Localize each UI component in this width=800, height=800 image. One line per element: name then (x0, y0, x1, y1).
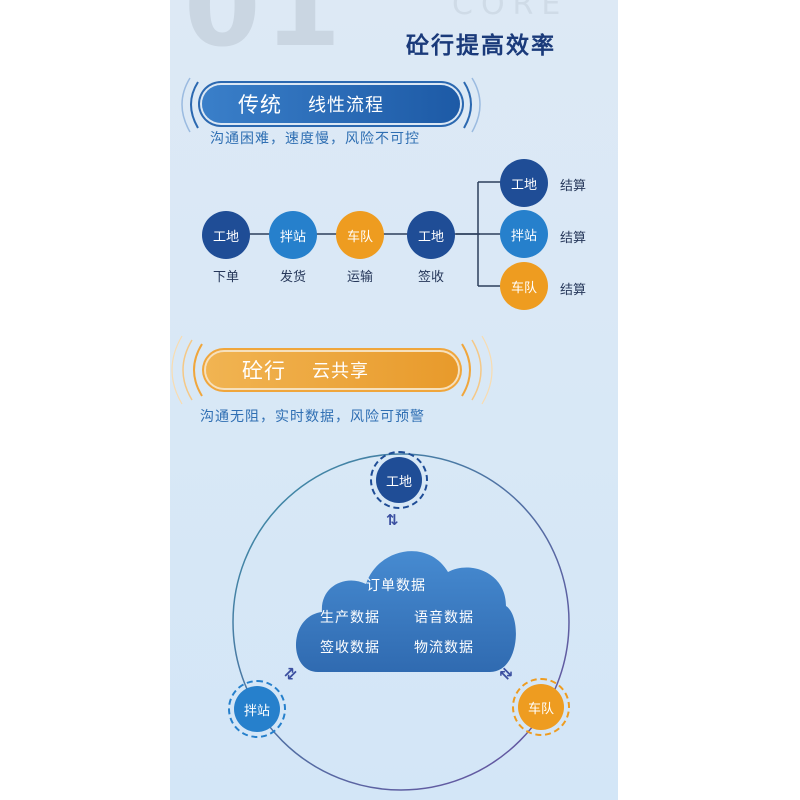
right-node-outline (512, 678, 570, 736)
blue-pill-decoration (181, 77, 481, 133)
step-label-sign: 签收 (417, 270, 444, 285)
watermark-word: CORE (452, 0, 569, 22)
step-node-plant-ship: 拌站 (269, 211, 317, 259)
cloud-item-production: 生产数据 (320, 610, 380, 626)
cloud-title: 订单数据 (366, 578, 426, 594)
traditional-caption: 沟通困难，速度慢，风险不可控 (210, 131, 420, 147)
step-node-site-sign: 工地 (407, 211, 455, 259)
ring-node-site: 工地 (376, 457, 422, 503)
step-node-fleet-transport: 车队 (336, 211, 384, 259)
traditional-title: 传统 (238, 93, 282, 117)
step-label-order: 下单 (212, 270, 239, 285)
cloud-shape (295, 551, 516, 672)
orange-pill-decoration (171, 335, 493, 405)
branch-node-fleet: 车队 (500, 262, 548, 310)
branch-label-fleet: 结算 (560, 283, 587, 298)
branch-label-plant: 结算 (560, 231, 587, 246)
cloud-item-logistics: 物流数据 (414, 640, 474, 656)
ring-node-plant: 拌站 (234, 686, 280, 732)
step-node-site-order: 工地 (202, 211, 250, 259)
ring-node-fleet: 车队 (518, 684, 564, 730)
cloud-item-signoff: 签收数据 (320, 640, 380, 656)
cloud-share-caption: 沟通无阻，实时数据，风险可预警 (200, 409, 425, 425)
branch-node-plant: 拌站 (500, 210, 548, 258)
cloud-share-pill: 砼行 云共享 (206, 352, 458, 388)
step-label-transport: 运输 (346, 270, 373, 285)
step-label-ship: 发货 (279, 270, 306, 285)
exchange-arrow-top-icon: ⇅ (386, 511, 399, 529)
poster: 01 CORE 砼行提高效率 传统 线性流程 沟通困难，速度慢，风险不可控 工地… (170, 0, 618, 800)
cloud-share-title: 砼行 (242, 359, 286, 383)
traditional-pill: 传统 线性流程 (202, 85, 460, 123)
branch-node-site: 工地 (500, 159, 548, 207)
branch-label-site: 结算 (560, 179, 587, 194)
page-title: 砼行提高效率 (406, 33, 556, 59)
left-node-outline (228, 680, 286, 738)
cloud-share-subtitle: 云共享 (312, 361, 369, 382)
watermark-number: 01 (184, 0, 346, 71)
cloud-item-voice: 语音数据 (414, 610, 474, 626)
top-node-outline (370, 451, 428, 509)
traditional-subtitle: 线性流程 (308, 95, 384, 116)
